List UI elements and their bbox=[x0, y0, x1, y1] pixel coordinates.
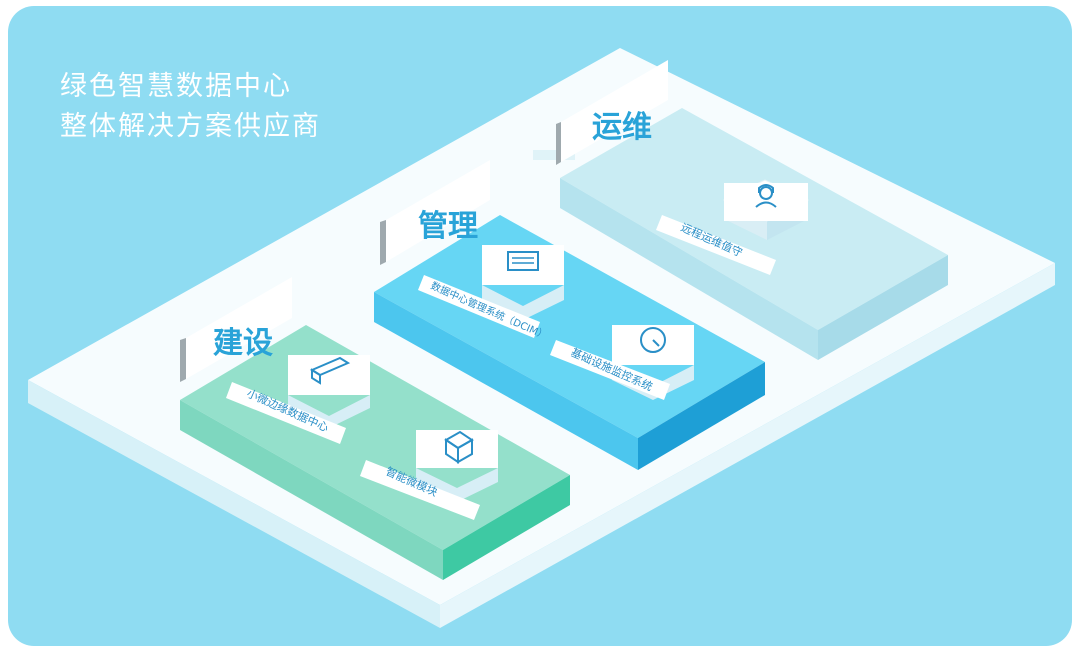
headline-line-1: 绿色智慧数据中心 bbox=[60, 71, 292, 102]
headline-line-2: 整体解决方案供应商 bbox=[60, 111, 321, 142]
gauge-icon bbox=[612, 325, 694, 400]
sign-ops: 运维 bbox=[533, 60, 668, 165]
sign-build: 建设 bbox=[180, 277, 292, 382]
monitor-icon bbox=[482, 245, 564, 320]
cube-icon bbox=[416, 430, 498, 502]
sign-manage-label: 管理 bbox=[418, 209, 478, 244]
support-agent-icon bbox=[722, 179, 810, 240]
sign-ops-label: 运维 bbox=[592, 110, 652, 145]
sign-build-label: 建设 bbox=[213, 326, 273, 361]
sign-manage: 管理 bbox=[380, 160, 490, 265]
